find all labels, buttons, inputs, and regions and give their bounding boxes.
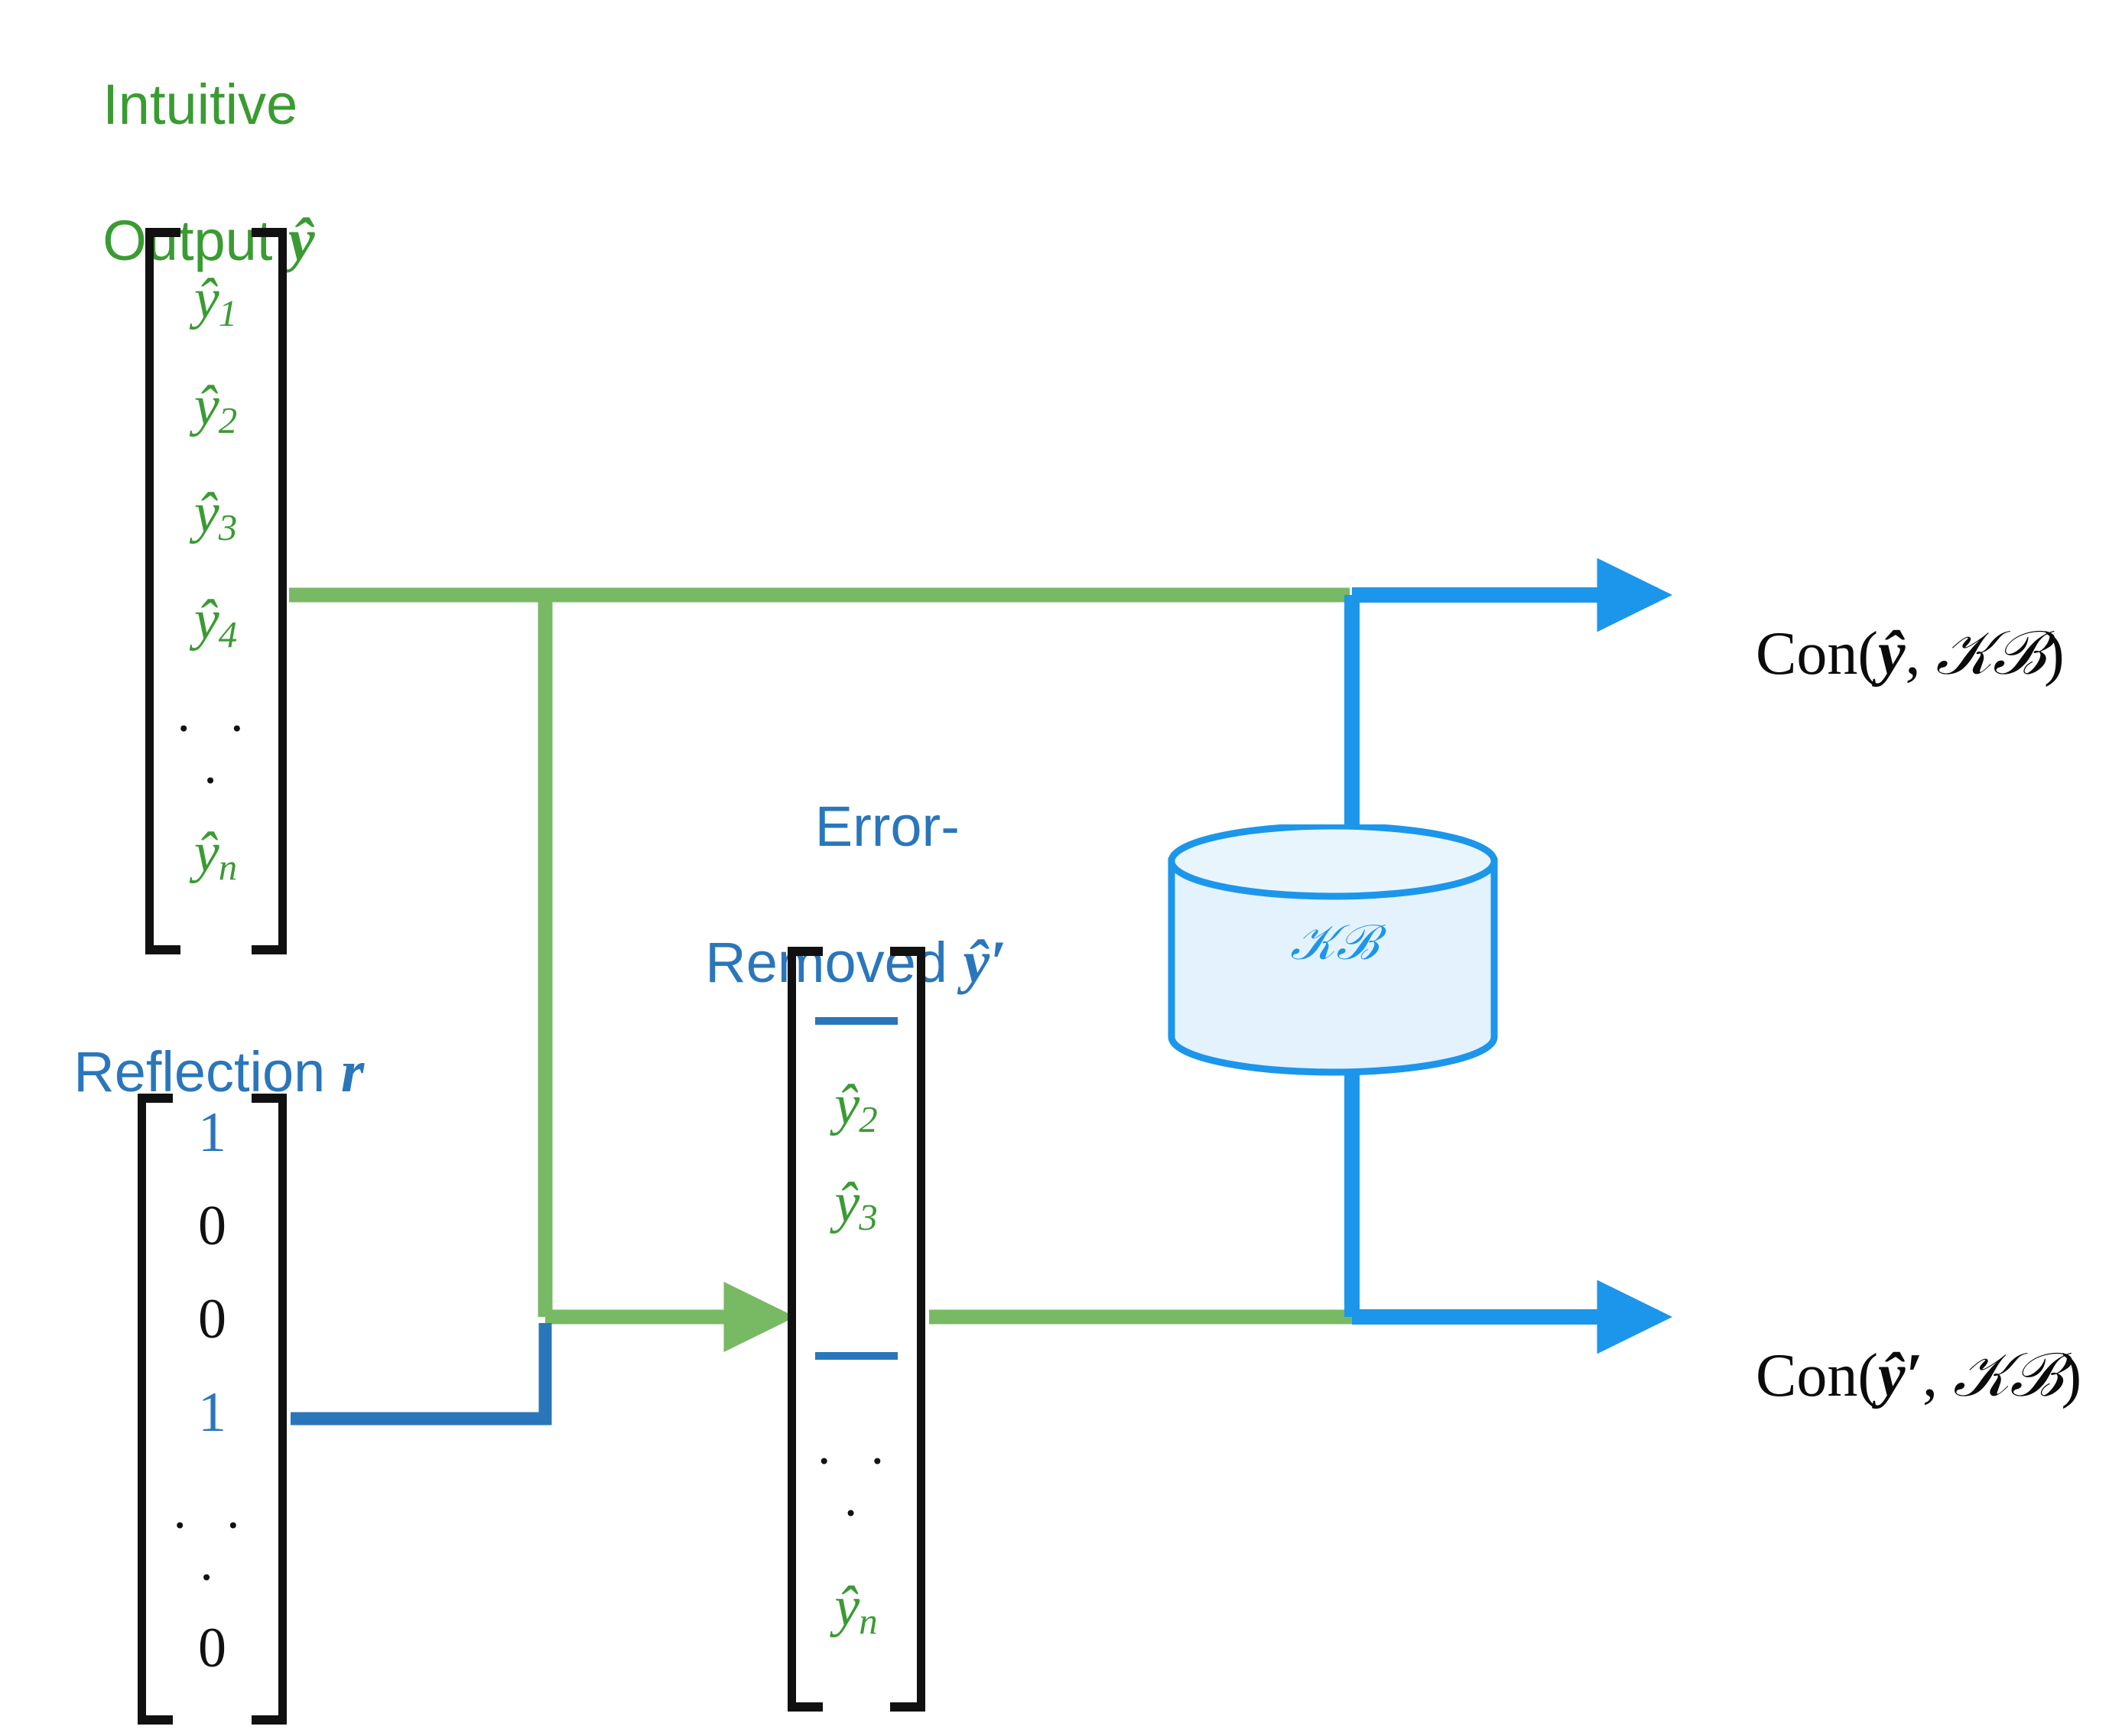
intuitive-output-label: Intuitive Output ŷ [40,5,315,342]
output-top-close: ) [2044,620,2065,688]
error-removed-label: Error- Removed ŷ′ [642,727,1006,1064]
knowledge-base-label: 𝒦ℬ [1290,915,1378,970]
vector-cell: 0 [198,1288,226,1351]
bracket-nub-top-right [890,947,925,956]
vector-cell-removed [815,1352,898,1360]
cylinder-body [1168,857,1498,1076]
vector-intuitive-output: ŷ1 ŷ2 ŷ3 ŷ4 · · · ŷn [145,228,287,954]
bracket-nub-top-right [252,228,287,237]
vector-error-removed: ŷ2 ŷ3 · · · ŷn [788,947,925,1712]
bracket-nub-bottom-right [252,945,287,954]
bracket-nub-bottom-left [138,1715,173,1725]
output-top-fn: Con( [1756,620,1878,688]
vector-cell-removed [815,1017,898,1025]
vector-reflection: 1 0 0 1 · · · 0 [138,1094,287,1725]
bracket-nub-bottom-right [890,1702,925,1712]
vector-cell: 0 [198,1617,226,1679]
reflection-label-text: Reflection [73,1040,326,1104]
wire-reflection-to-branch [291,1323,552,1426]
vector-cell: ŷ4 [193,589,238,655]
intuitive-output-symbol: ŷ [288,206,315,273]
reflection-symbol: r [340,1038,365,1105]
output-top-kb: 𝒦ℬ [1935,620,2045,688]
error-removed-symbol: ŷ′ [963,928,1007,995]
vector-cell: ŷ1 [193,268,238,334]
vector-ellipsis: · · · [174,699,258,809]
output-bottom-fn: Con( [1756,1342,1878,1409]
output-bottom-sep: , [1922,1342,1954,1409]
output-con-yhat: Con(ŷ, 𝒦ℬ) [1695,562,2065,746]
bracket-nub-bottom-right [252,1715,287,1725]
intuitive-output-line1: Intuitive [102,73,298,137]
intuitive-output-line2: Output [102,208,273,272]
bracket-nub-top-left [145,228,180,237]
vector-cell: ŷn [834,1575,878,1642]
vector-cell: ŷ2 [834,1074,878,1140]
output-bottom-arg: ŷ′ [1878,1342,1923,1409]
bracket-nub-top-right [252,1094,287,1103]
vector-cell: 1 [198,1101,226,1164]
output-top-arg: ŷ [1878,620,1906,688]
cylinder-top-ellipse [1168,824,1498,900]
bracket-nub-bottom-left [788,1702,823,1712]
vector-cell: ŷn [193,821,238,888]
output-bottom-close: ) [2061,1342,2082,1409]
reflection-label: Reflection r [11,970,364,1174]
vector-cell: ŷ2 [193,375,238,441]
vector-cell: ŷ3 [193,482,238,548]
vector-cell: 1 [198,1381,226,1444]
bracket-nub-top-left [138,1094,173,1103]
vector-cell: ŷ3 [834,1172,878,1238]
error-removed-line2: Removed [705,930,947,994]
output-con-yhat-prime: Con(ŷ′, 𝒦ℬ) [1695,1284,2081,1468]
output-top-sep: , [1905,620,1936,688]
vector-cell: 0 [198,1195,226,1257]
output-bottom-kb: 𝒦ℬ [1953,1342,2062,1409]
error-removed-line1: Error- [814,795,960,859]
bracket-nub-top-left [788,947,823,956]
vector-ellipsis: · · · [171,1496,254,1606]
bracket-nub-bottom-left [145,945,180,954]
vector-ellipsis: · · · [815,1432,898,1542]
knowledge-base-cylinder [1168,824,1498,1076]
